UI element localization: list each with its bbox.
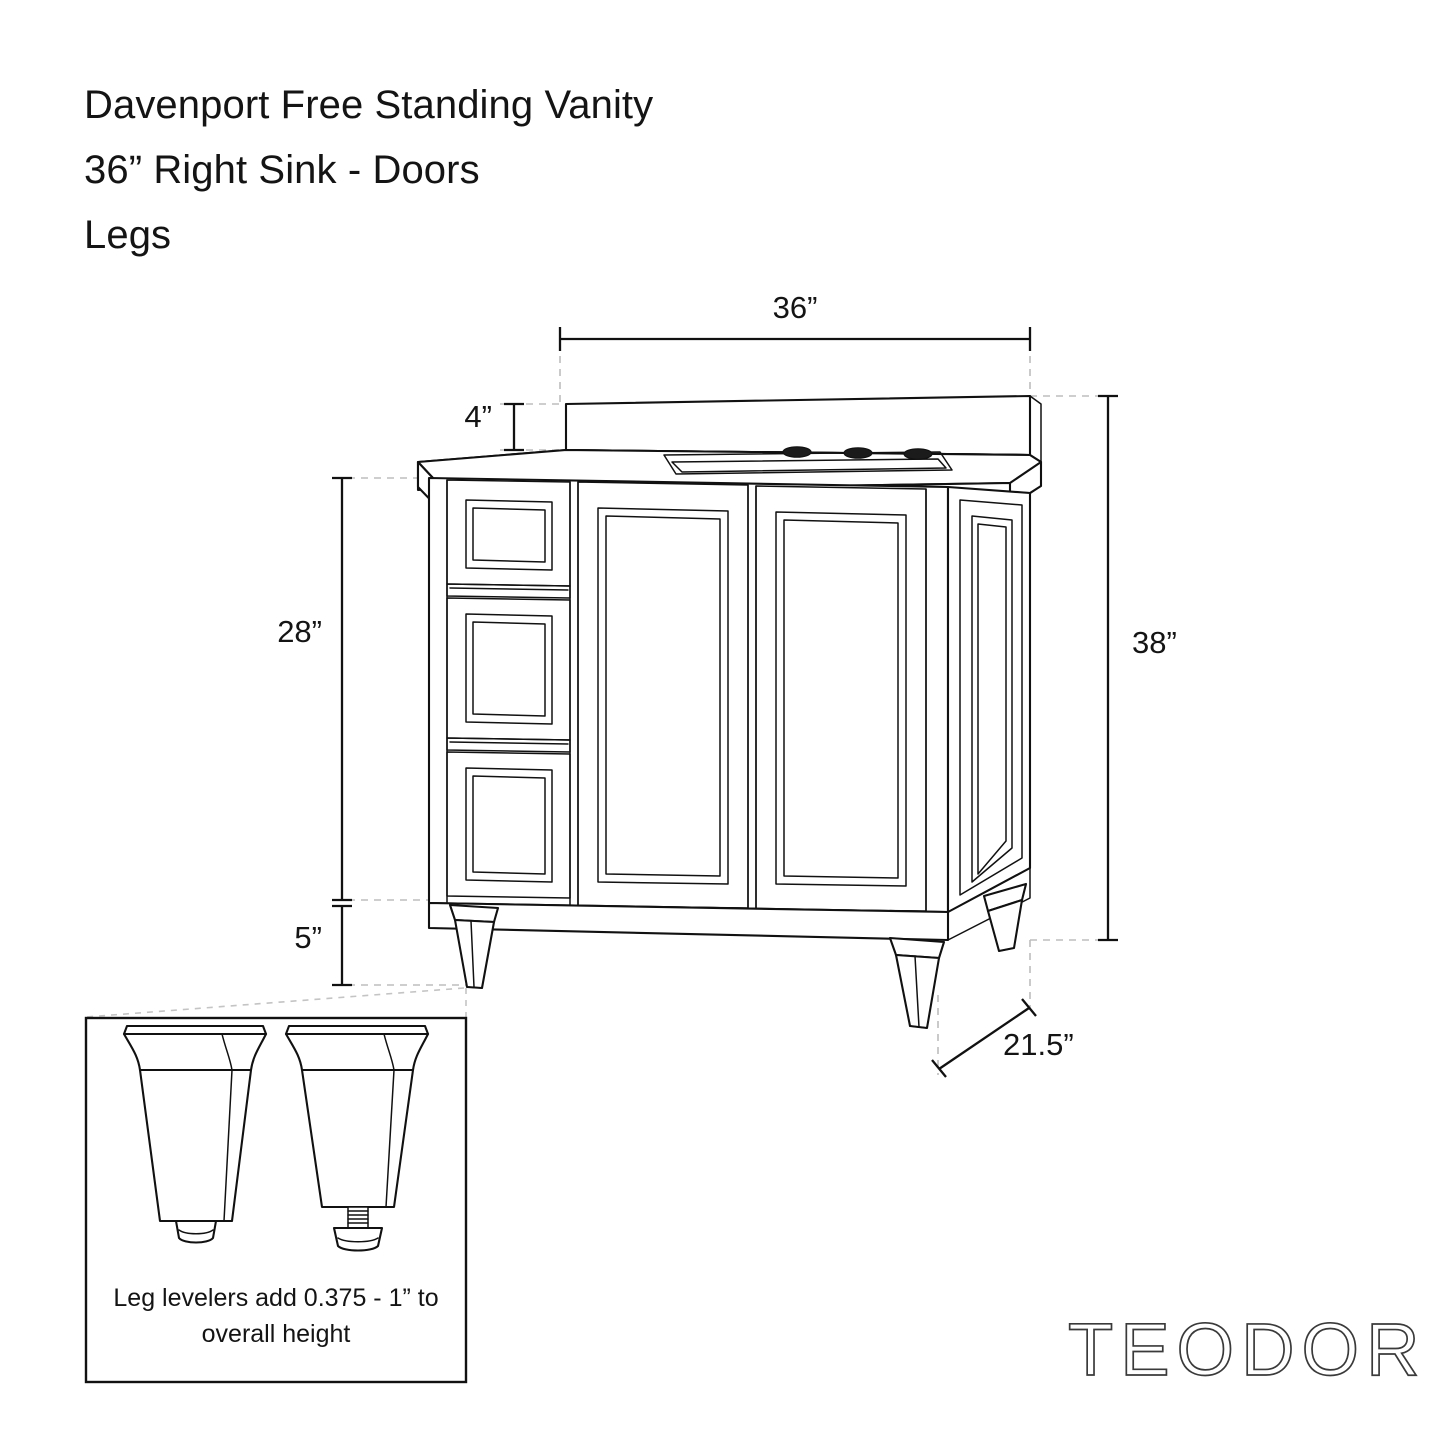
faucet-hole-center <box>843 447 873 459</box>
vanity-illustration <box>416 394 1043 1030</box>
detail-leg-right <box>284 1024 430 1252</box>
dimension-backsplash-label: 4” <box>464 399 492 434</box>
brand-logo: TEODOR <box>1068 1308 1427 1391</box>
dimension-leg-height: 5” <box>294 904 352 987</box>
title-line-2: 36” Right Sink - Doors <box>84 148 480 192</box>
leg-detail-box: Leg levelers add 0.375 - 1” to overall h… <box>84 1016 468 1384</box>
leg-back-right <box>982 882 1028 953</box>
title-block: Davenport Free Standing Vanity 36” Right… <box>84 83 653 257</box>
faucet-hole-left <box>782 446 812 458</box>
dimension-cabinet-height-label: 28” <box>277 614 322 649</box>
dimension-backsplash: 4” <box>464 399 524 452</box>
dimension-cabinet-height: 28” <box>277 476 352 902</box>
detail-box-frame <box>84 1016 468 1384</box>
dimension-depth: 21.5” <box>931 998 1074 1078</box>
detail-caption-line-1: Leg levelers add 0.375 - 1” to <box>113 1284 438 1312</box>
drawer-3[interactable] <box>446 751 571 899</box>
cabinet-front <box>427 476 950 914</box>
drawer-2[interactable] <box>446 597 571 741</box>
faucet-hole-right <box>903 448 933 460</box>
door-2[interactable] <box>755 485 927 912</box>
dimension-depth-label: 21.5” <box>1003 1027 1074 1062</box>
detail-caption-line-2: overall height <box>202 1320 351 1348</box>
title-line-1: Davenport Free Standing Vanity <box>84 83 653 127</box>
detail-leg-left <box>122 1024 268 1244</box>
dimension-width-label: 36” <box>773 290 818 325</box>
dimension-overall-height-label: 38” <box>1132 625 1177 660</box>
sink-basin <box>663 446 953 475</box>
title-line-3: Legs <box>84 213 171 257</box>
dimension-overall-height: 38” <box>1098 394 1177 942</box>
drawer-1[interactable] <box>446 479 571 587</box>
dimension-width: 36” <box>558 290 1032 351</box>
cabinet-side-right <box>946 485 1032 914</box>
dimension-leg-height-label: 5” <box>294 920 322 955</box>
door-1[interactable] <box>577 481 749 909</box>
base-rail <box>427 867 1031 942</box>
leg-front-right <box>888 936 946 1030</box>
leg-front-left <box>448 903 500 990</box>
